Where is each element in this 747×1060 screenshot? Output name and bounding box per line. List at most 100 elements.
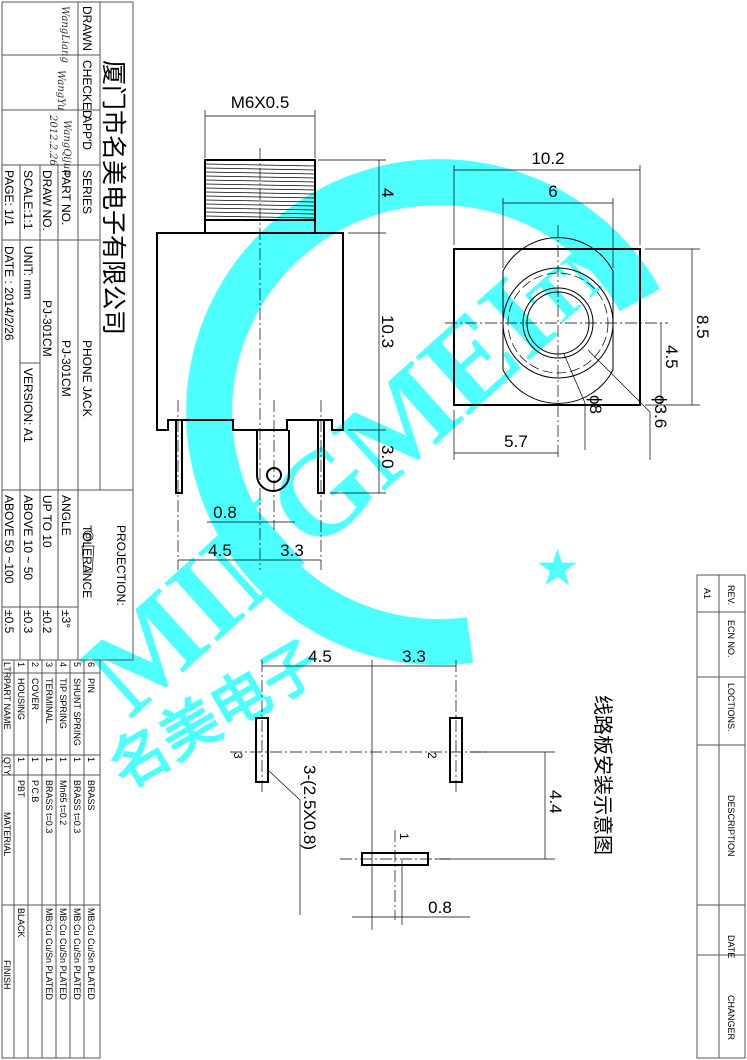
part-no-value: PJ-301CM [59, 340, 73, 397]
description-header: DESCRIPTION [726, 795, 736, 857]
parts-cell-ltr: 2 [30, 662, 40, 667]
dim-dia-inner: ϕ3.6 [651, 395, 670, 428]
watermark: MINGMEI TM 名美电子 ★ [58, 159, 661, 802]
header-qty: QTY [2, 757, 12, 776]
draw-no-value: PJ-301CM [40, 300, 54, 357]
projection-label: PROJECTION: [114, 525, 128, 606]
rev-header: REV. [726, 585, 736, 605]
parts-cell-material: PBT [16, 780, 26, 798]
star-icon: ★ [535, 540, 580, 596]
unit: UNIT: mm [21, 246, 35, 299]
pcb-layout-title: 线路板安装示意图 [591, 695, 615, 855]
parts-cell-finish: MB:Cu Cu/Sn PLATED [72, 908, 82, 1000]
tol-value-3: ±0.5 [2, 610, 16, 634]
parts-cell-qty: 1 [86, 757, 96, 762]
header-finish: FINISH [2, 960, 12, 990]
dim-width: 10.2 [531, 149, 564, 168]
tol-range-2: ABOVE 10 ~ 50 [21, 495, 35, 580]
pcb-layout: 4.5 3.3 4.4 0.8 3-(2.5X0.8) 1 2 3 线路板安装示… [230, 647, 615, 930]
parts-cell-qty: 1 [16, 757, 26, 762]
approved-signature: WangQijun [61, 120, 72, 176]
projection-icon [81, 530, 95, 573]
tol-value-2: ±0.3 [21, 610, 35, 634]
front-view: M6X0.5 4 10.3 3.0 0.8 4.5 3.3 [156, 93, 397, 570]
header-part-name: PART NAME [2, 678, 12, 730]
dim-center-width: 5.7 [504, 432, 528, 451]
page: PAGE: 1/1 [2, 170, 16, 226]
watermark-arc [186, 159, 661, 666]
parts-cell-finish: BLACK [16, 908, 26, 938]
dim-center-height: 4.5 [662, 345, 681, 369]
approved-date: 2012.2.26 [47, 114, 58, 167]
parts-cell-finish: MB:Cu Cu/Sn PLATED [58, 908, 68, 1000]
parts-cell-name: TIP SPRING [58, 678, 68, 729]
series-label: SERIES [80, 170, 94, 214]
dim-pin-length: 3.0 [378, 445, 397, 469]
parts-cell-material: Mn65 t=0.2 [58, 780, 68, 825]
checked-signature: WangYu [55, 70, 66, 110]
tol-range-3: ABOVE 50 ~100 [2, 495, 16, 584]
date: DATE : 2014/2/26 [2, 246, 16, 341]
housing [156, 232, 344, 431]
parts-cell-finish: MB:Cu Cu/Sn PLATED [86, 908, 96, 1000]
drawn-label: DRAWN [80, 6, 94, 51]
header-material: MATERIAL [2, 812, 12, 856]
parts-cell-qty: 1 [72, 757, 82, 762]
tol-value-0: ±3° [59, 610, 73, 628]
pin-center [256, 430, 290, 492]
parts-cell-qty: 1 [44, 757, 54, 762]
drawn-signature: WangLiang [59, 6, 70, 63]
dim-pin-left: 4.5 [208, 541, 232, 560]
parts-cell-name: COVER [30, 678, 40, 711]
dim-body-height: 10.3 [378, 315, 397, 348]
parts-cell-qty: 1 [58, 757, 68, 762]
dim-thread-length: 4 [378, 188, 397, 197]
header-ltr: LTR [2, 662, 12, 679]
company-name: 厦门市名美电子有限公司 [99, 60, 128, 335]
parts-table: LTR PART NAME QTY MATERIAL FINISH 1HOUSI… [1, 659, 101, 1059]
parts-cell-finish: MB:Cu Cu/Sn PLATED [44, 908, 54, 1000]
changer-header: CHANGER [726, 995, 736, 1041]
parts-cell-material: P.C.B [30, 780, 40, 802]
part-no-label: PART NO. [59, 170, 73, 225]
pad-label-1: 1 [397, 833, 411, 840]
dim-boss: 6 [548, 182, 557, 201]
title-block: DRAWN CHECKED APP'D SERIES PHONE JACK PA… [1, 1, 134, 661]
thread-line [204, 199, 316, 203]
series-value: PHONE JACK [80, 340, 94, 417]
pad-label-3: 3 [231, 752, 245, 759]
parts-cell-material: BRASS [86, 780, 96, 811]
revision-table: REV. ECN NO. LOCTIONS. DESCRIPTION DATE … [696, 574, 746, 1059]
tol-range-1: UP TO 10 [40, 495, 54, 548]
tol-value-1: ±0.2 [40, 610, 54, 634]
tol-range-0: ANGLE [59, 495, 73, 536]
dim-pin-width: 0.8 [213, 503, 237, 522]
parts-cell-material: BRASS t=0.3 [44, 780, 54, 833]
parts-cell-ltr: 1 [16, 662, 26, 667]
boss [502, 237, 614, 404]
parts-cell-name: PIN [86, 678, 96, 693]
parts-cell-ltr: 3 [44, 662, 54, 667]
pcb-dim-pad: 0.8 [428, 898, 452, 917]
parts-cell-qty: 1 [30, 757, 40, 762]
ecn-header: ECN NO. [726, 620, 736, 658]
approved-label: APP'D [80, 115, 94, 150]
pcb-dim-vertical: 4.4 [546, 790, 565, 814]
pcb-dim-right: 3.3 [402, 647, 426, 666]
parts-cell-material: BRASS t=0.3 [72, 780, 82, 833]
pad-label-2: 2 [425, 752, 439, 759]
pin-left [175, 419, 183, 494]
dim-dia-outer: ϕ8 [586, 395, 605, 414]
parts-cell-name: HOUSING [16, 678, 26, 720]
parts-cell-ltr: 6 [86, 662, 96, 667]
draw-no-label: DRAW NO. [40, 170, 54, 231]
dim-thread: M6X0.5 [231, 93, 290, 112]
tolerance-label: TOLERANCE [80, 525, 94, 598]
checked-label: CHECKED [80, 60, 94, 119]
parts-cell-name: TERMINAL [44, 678, 54, 724]
locations-header: LOCTIONS. [726, 683, 736, 732]
parts-cell-ltr: 5 [72, 662, 82, 667]
side-view: 10.2 6 8.5 4.5 5.7 ϕ8 ϕ3.6 [445, 149, 712, 460]
scale: SCALE:1:1 [21, 170, 35, 230]
